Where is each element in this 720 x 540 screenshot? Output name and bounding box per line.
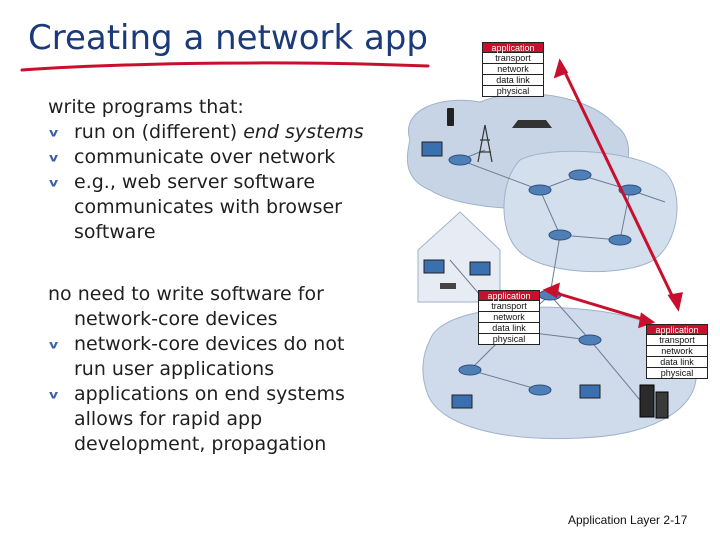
network-illustration: [406, 58, 697, 440]
bullet-rapid-dev-cont: allows for rapid app: [74, 408, 263, 430]
layer-network: network: [482, 64, 544, 75]
layer-data-link: data link: [478, 323, 540, 334]
bullet-text: run on (different): [74, 121, 244, 143]
layer-data-link: data link: [482, 75, 544, 86]
router-icon: [528, 184, 552, 196]
pda-icon: [421, 141, 443, 157]
router-icon: [448, 154, 472, 166]
bullet-core-devices-cont: run user applications: [74, 358, 275, 380]
layer-physical: physical: [646, 368, 708, 379]
slide-title: Creating a network app: [28, 18, 428, 58]
slide-footer: Application Layer 2-17: [568, 513, 688, 527]
text-block-write-programs: write programs that: run on (different) …: [48, 95, 418, 245]
cell-tower-icon: [477, 124, 493, 163]
text-block-no-need: no need to write software for network-co…: [48, 282, 418, 457]
communication-arrow: [545, 288, 653, 324]
modem-icon: [440, 283, 456, 289]
layer-application: application: [482, 42, 544, 53]
layer-application: application: [646, 324, 708, 335]
isp-cloud: [503, 150, 678, 273]
layer-physical: physical: [478, 334, 540, 345]
bullet-web-server-cont: communicates with browser: [74, 196, 342, 218]
lead-text: write programs that:: [48, 96, 244, 118]
smartphone-icon: [447, 108, 454, 126]
laptop-icon: [451, 394, 473, 409]
protocol-stack-right: application transport network data link …: [646, 324, 708, 379]
layer-physical: physical: [482, 86, 544, 97]
home-network: [417, 211, 501, 303]
bullet-rapid-dev: applications on end systems: [48, 382, 418, 407]
router-icon: [458, 364, 482, 376]
layer-network: network: [478, 312, 540, 323]
lead-text-cont: network-core devices: [74, 308, 278, 330]
bullet-emphasis: end systems: [243, 121, 364, 143]
router-icon: [528, 384, 552, 396]
communication-arrow: [558, 61, 680, 309]
laptop-icon: [579, 384, 601, 399]
protocol-stack-top: application transport network data link …: [482, 42, 544, 97]
layer-transport: transport: [482, 53, 544, 64]
layer-data-link: data link: [646, 357, 708, 368]
bullet-web-server-cont2: software: [74, 221, 156, 243]
laptop-icon: [423, 259, 445, 274]
layer-application: application: [478, 290, 540, 301]
bullet-rapid-dev-cont2: development, propagation: [74, 433, 327, 455]
router-icon: [578, 334, 602, 346]
bullet-web-server: e.g., web server software: [48, 170, 418, 195]
bullet-core-devices: network-core devices do not: [48, 332, 418, 357]
server-icon: [639, 384, 655, 418]
layer-transport: transport: [646, 335, 708, 346]
lead-text: no need to write software for: [48, 283, 324, 305]
router-icon: [548, 229, 572, 241]
car-icon: [512, 120, 552, 128]
protocol-stack-left: application transport network data link …: [478, 290, 540, 345]
bullet-end-systems: run on (different) end systems: [48, 120, 418, 145]
router-icon: [568, 169, 592, 181]
title-underline: [20, 61, 430, 72]
network-diagram: application transport network data link …: [400, 40, 715, 450]
layer-network: network: [646, 346, 708, 357]
bullet-communicate: communicate over network: [48, 145, 418, 170]
server-icon: [655, 391, 669, 419]
router-icon: [618, 184, 642, 196]
layer-transport: transport: [478, 301, 540, 312]
laptop-icon: [469, 261, 491, 276]
router-icon: [608, 234, 632, 246]
